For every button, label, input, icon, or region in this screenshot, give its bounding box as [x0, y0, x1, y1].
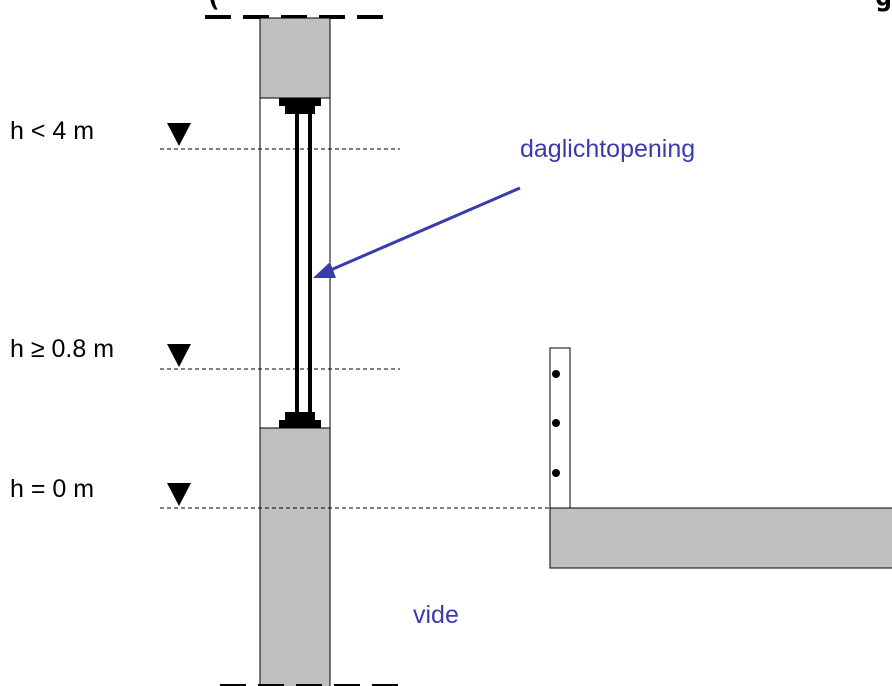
arrowhead-icon — [313, 262, 336, 278]
level-label-0m: h = 0 m — [10, 475, 94, 503]
railing-bolt-icon — [552, 419, 560, 427]
window-pointer-arrow — [325, 186, 521, 274]
top-text-fragment-right: g — [875, 0, 892, 13]
window-frame — [279, 98, 321, 428]
level-label-4m: h < 4 m — [10, 117, 94, 145]
railing-bolt-icon — [552, 469, 560, 477]
level-marker-08m-icon — [167, 344, 191, 367]
floor-slab — [549, 507, 892, 569]
wall-upper — [259, 17, 331, 99]
level-label-08m: h ≥ 0.8 m — [10, 335, 114, 363]
wall-lower — [259, 427, 331, 686]
window-label: daglichtopening — [520, 135, 695, 163]
level-marker-0m-icon — [167, 483, 191, 506]
railing-bolt-icon — [552, 370, 560, 378]
void-label: vide — [413, 601, 459, 629]
level-marker-4m-icon — [167, 123, 191, 146]
top-text-fragment-left: ( — [205, 0, 222, 13]
